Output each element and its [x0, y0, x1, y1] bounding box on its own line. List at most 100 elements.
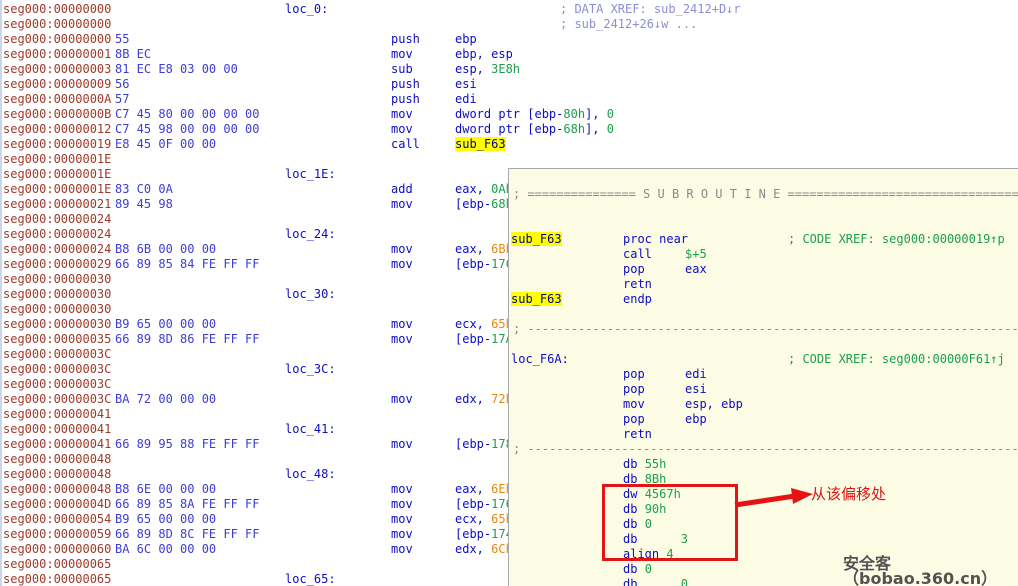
subroutine-row[interactable]: call$+5 — [509, 247, 1018, 262]
subroutine-row[interactable]: ; --------------------------------------… — [509, 322, 1018, 337]
asm-text-segment: seg000:0000003C — [3, 392, 112, 406]
asm-row[interactable]: seg000:00000000; sub_2412+26↓w ... — [0, 17, 1018, 32]
asm-text-segment: seg000:00000041 — [3, 422, 112, 436]
asm-text-segment: 56 — [115, 77, 130, 91]
asm-text-segment: ; --------------------------------------… — [513, 442, 1018, 456]
asm-text-segment: pop — [623, 262, 645, 276]
asm-text-segment: mov — [391, 527, 413, 541]
subroutine-popup-window[interactable]: ; =============== S U B R O U T I N E ==… — [508, 168, 1018, 586]
asm-text-segment: loc_0: — [285, 2, 329, 16]
asm-text-segment: seg000:0000001E — [3, 167, 112, 181]
asm-text-segment: db 0 — [623, 577, 689, 586]
asm-row[interactable]: seg000:00000048 — [0, 452, 1018, 467]
asm-text-segment: loc_F6A: — [511, 352, 569, 366]
asm-text-segment: seg000:00000019 — [3, 137, 112, 151]
asm-text-segment: ; --------------------------------------… — [513, 322, 1018, 336]
subroutine-row[interactable]: db 3 — [509, 532, 1018, 547]
subroutine-row[interactable]: db 8Bh — [509, 472, 1018, 487]
asm-text-segment: mov — [391, 392, 413, 406]
subroutine-row[interactable]: db 90h — [509, 502, 1018, 517]
subroutine-row[interactable]: db 0 — [509, 517, 1018, 532]
asm-text-segment: call — [391, 137, 420, 151]
asm-text-segment: mov — [391, 107, 413, 121]
asm-text-segment: 8B EC — [115, 47, 152, 61]
asm-row[interactable]: seg000:00000030 — [0, 272, 1018, 287]
subroutine-row[interactable]: db 0 — [509, 577, 1018, 586]
asm-row[interactable]: seg000:00000065 — [0, 557, 1018, 572]
asm-text-segment: edi — [455, 92, 477, 106]
subroutine-row[interactable]: db 0 — [509, 562, 1018, 577]
subroutine-row[interactable]: ; =============== S U B R O U T I N E ==… — [509, 187, 1018, 202]
subroutine-row[interactable]: loc_F6A:; CODE XREF: seg000:00000F61↑j — [509, 352, 1018, 367]
asm-row[interactable]: seg000:00000041 — [0, 407, 1018, 422]
asm-text-segment: seg000:00000059 — [3, 527, 112, 541]
subroutine-row[interactable]: ; --------------------------------------… — [509, 442, 1018, 457]
subroutine-row[interactable]: retn — [509, 277, 1018, 292]
asm-text-segment: endp — [623, 292, 652, 306]
subroutine-row[interactable]: db 55h — [509, 457, 1018, 472]
asm-text-segment: BA 6C 00 00 00 — [115, 542, 217, 556]
asm-row[interactable]: seg000:0000003C — [0, 377, 1018, 392]
asm-text-segment: seg000:0000003C — [3, 362, 112, 376]
asm-row[interactable]: seg000:00000030 — [0, 302, 1018, 317]
asm-text-segment: B8 6B 00 00 00 — [115, 242, 217, 256]
asm-row[interactable]: seg000:0000003C — [0, 347, 1018, 362]
asm-text-segment: seg000:00000030 — [3, 272, 112, 286]
asm-text-segment: db 55h — [623, 457, 667, 471]
asm-text-segment: seg000:00000000 — [3, 32, 112, 46]
asm-row[interactable]: seg000:00000024 — [0, 212, 1018, 227]
watermark-text: 安全客（bobao.360.cn） — [843, 554, 998, 586]
asm-text-segment: ; sub_2412+26↓w ... — [560, 17, 698, 31]
asm-text-segment: 81 EC E8 03 00 00 — [115, 62, 238, 76]
subroutine-row[interactable]: align 4 — [509, 547, 1018, 562]
asm-text-segment: sub_F63 — [455, 137, 506, 151]
asm-text-segment: push — [391, 77, 420, 91]
asm-text-segment: seg000:00000003 — [3, 62, 112, 76]
asm-text-segment: ; =============== S U B R O U T I N E ==… — [513, 187, 1018, 201]
asm-text-segment: $+5 — [685, 247, 707, 261]
asm-row[interactable]: seg000:0000001E — [0, 152, 1018, 167]
asm-text-segment: eax, 6Eh — [455, 482, 513, 496]
asm-text-segment: eax, 6Bh — [455, 242, 513, 256]
subroutine-row[interactable]: retn — [509, 427, 1018, 442]
highlight-box — [602, 484, 738, 561]
subroutine-row[interactable]: dw 4567h — [509, 487, 1018, 502]
asm-text-segment: seg000:00000065 — [3, 572, 112, 586]
